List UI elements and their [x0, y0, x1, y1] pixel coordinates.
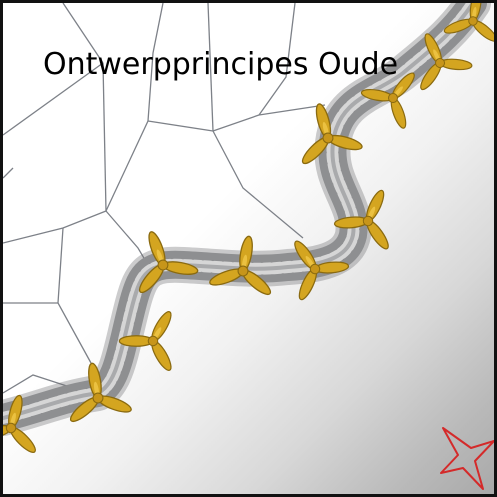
north-arrow-icon [440, 427, 494, 490]
field-lines [3, 3, 326, 394]
dike-wall [3, 3, 491, 436]
dike-illustration [3, 3, 494, 490]
page-title: Ontwerpprincipes Oude [43, 47, 399, 82]
